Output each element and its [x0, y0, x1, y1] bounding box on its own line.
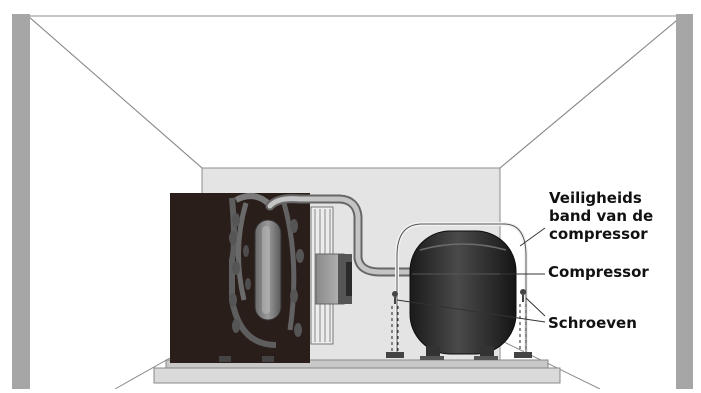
condenser	[170, 193, 310, 363]
safety-band-label-line-3: compressor	[549, 225, 653, 243]
compressor-label: Compressor	[548, 263, 649, 281]
fan-motor	[316, 254, 352, 304]
compressor	[410, 231, 516, 360]
screws-label: Schroeven	[548, 314, 637, 332]
right-wall	[676, 14, 693, 389]
safety-band-label-line-1: Veiligheids	[549, 189, 653, 207]
left-wall	[12, 14, 30, 389]
leader-screw-right	[526, 298, 545, 316]
ceiling	[28, 16, 682, 168]
safety-band-label: Veiligheids band van de compressor	[549, 189, 653, 243]
base-plate	[154, 360, 560, 383]
safety-band-label-line-2: band van de	[549, 207, 653, 225]
